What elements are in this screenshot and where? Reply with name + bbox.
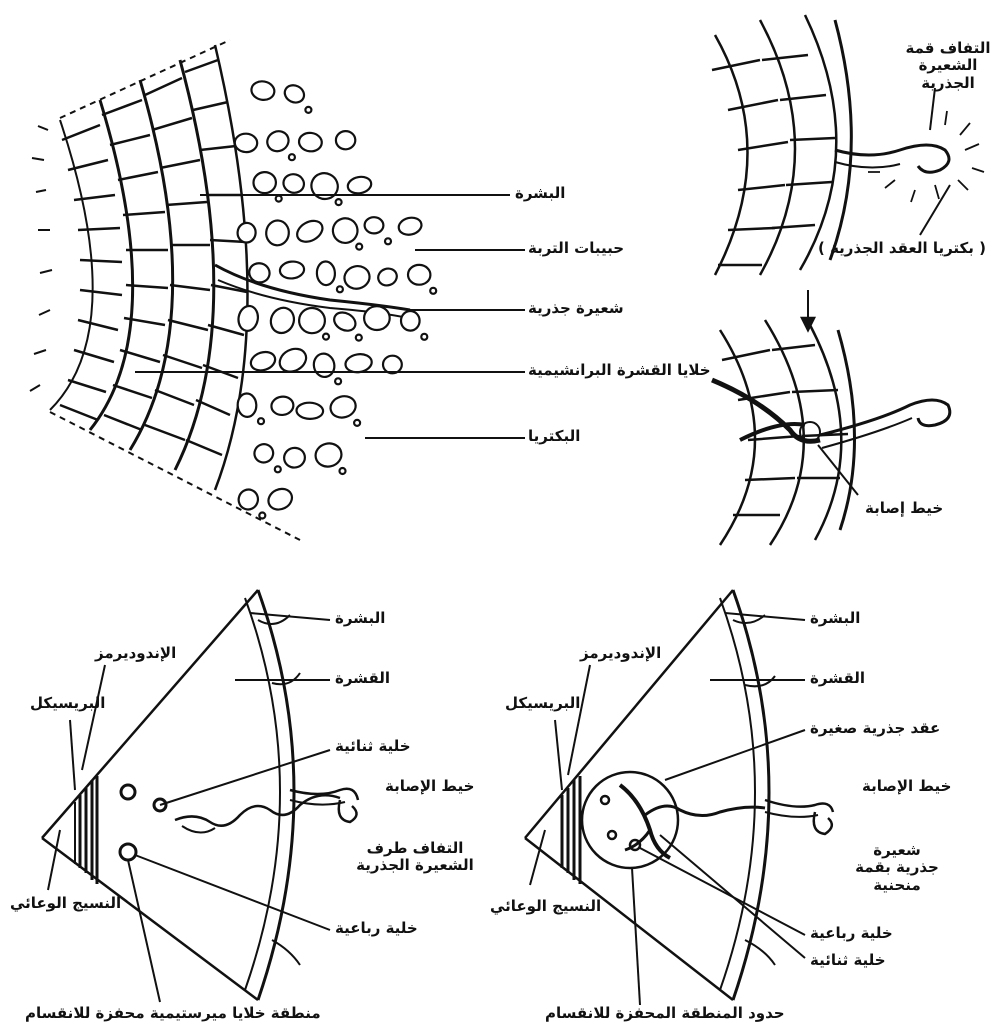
small-soil-particle <box>356 335 362 341</box>
soil-particle <box>376 266 399 288</box>
soil-particle <box>282 82 307 106</box>
label-hair-curled-tip-d: شعيرة جذرية بقمة منحنية <box>852 842 942 894</box>
small-soil-particle <box>421 334 427 340</box>
soil-particle <box>312 352 337 379</box>
label-curled-tip-c: التفاف طرف الشعيرة الجذرية <box>355 840 475 875</box>
label-infection-thread-c: خيط الإصابة <box>385 778 474 795</box>
soil-particle <box>252 441 276 465</box>
soil-particle <box>253 171 277 194</box>
label-stimulated-zone-c: منطقة خلايا ميرستيمية محفزة للانقسام <box>25 1005 321 1022</box>
label-cortex-cells: خلايا القشرة البرانشيمية <box>528 362 711 379</box>
soil-particle <box>328 393 358 420</box>
cortex-cell-walls <box>60 60 247 455</box>
soil-particle <box>265 220 290 247</box>
soil-particle <box>248 349 277 373</box>
soil-particle <box>330 215 360 245</box>
soil-particle <box>298 132 323 153</box>
soil-particle <box>234 133 257 153</box>
label-epidermis-c: البشرة <box>335 610 385 627</box>
small-soil-particle <box>430 288 436 294</box>
small-soil-particle <box>305 107 311 113</box>
soil-particle <box>316 261 335 286</box>
soil-particle <box>307 169 342 204</box>
panel-b-upper-cells <box>712 15 851 275</box>
small-soil-particle <box>335 378 341 384</box>
label-root-hair-tip-curl: التفاف قمة الشعيرة الجذرية <box>898 40 998 92</box>
small-soil-particle <box>258 418 264 424</box>
small-soil-particle <box>323 334 329 340</box>
soil-particle <box>344 352 373 374</box>
label-infection-thread-b: خيط إصابة <box>865 500 943 517</box>
label-tetraploid-cell-c: خلية رباعية <box>335 920 418 937</box>
label-epidermis-d: البشرة <box>810 610 860 627</box>
label-root-hair: شعيرة جذرية <box>528 300 624 317</box>
label-endodermis-d: الإندوديرمز <box>580 645 661 662</box>
soil-particle <box>364 306 390 330</box>
soil-particle <box>279 260 305 279</box>
label-pericycle-d: البريسيكل <box>505 695 580 712</box>
soil-particle <box>237 304 260 332</box>
soil-particle <box>346 175 372 195</box>
small-soil-particle <box>276 196 282 202</box>
panel-c-nodule-formation <box>42 590 358 1000</box>
label-zone-boundary-d: حدود المنطقة المحفزة للانقسام <box>545 1005 785 1022</box>
soil-particle <box>250 80 276 102</box>
soil-particles <box>234 80 436 519</box>
soil-particle <box>237 393 257 417</box>
soil-particle <box>313 441 344 469</box>
soil-particle <box>270 395 294 416</box>
label-soil-particles: حبيبات التربة <box>528 240 624 257</box>
soil-particle <box>408 265 431 286</box>
soil-particle <box>265 485 295 513</box>
label-endodermis-c: الإندوديرمز <box>95 645 176 662</box>
label-small-nodule-d: عقد جذرية صغيرة <box>810 720 940 737</box>
small-soil-particle <box>275 466 281 472</box>
soil-particle <box>298 307 325 334</box>
label-nodule-bacteria: ( بكتريا العقد الجذرية ) <box>818 240 986 257</box>
soil-particle <box>264 128 292 155</box>
small-soil-particle <box>337 286 343 292</box>
panel-a-leader-lines <box>135 195 525 438</box>
soil-particle <box>401 311 420 331</box>
soil-particle <box>296 402 323 419</box>
small-soil-particle <box>354 420 360 426</box>
soil-particle <box>397 216 423 237</box>
label-tetraploid-cell-d: خلية رباعية <box>810 925 893 942</box>
small-soil-particle <box>289 154 295 160</box>
soil-particle <box>281 172 306 195</box>
panel-c-leader-lines <box>48 613 330 1002</box>
label-vascular-tissue-d: النسيج الوعائي <box>490 898 601 915</box>
soil-particle <box>237 222 257 243</box>
label-diploid-cell-c: خلية ثنائية <box>335 738 411 755</box>
panel-d-nodule-development <box>525 590 833 1000</box>
soil-particle <box>293 217 326 246</box>
small-soil-particle <box>356 244 362 250</box>
soil-particle <box>282 446 306 469</box>
soil-particle <box>335 131 355 150</box>
panel-a-root-section <box>30 40 410 540</box>
soil-particle <box>383 356 402 374</box>
soil-particle <box>267 304 298 336</box>
label-cortex-c: القشرة <box>335 670 390 687</box>
label-bacteria: البكتريا <box>528 428 580 445</box>
small-soil-particle <box>336 199 342 205</box>
label-cortex-d: القشرة <box>810 670 865 687</box>
small-soil-particle <box>385 238 391 244</box>
label-vascular-tissue-c: النسيج الوعائي <box>10 895 121 912</box>
label-epidermis-a: البشرة <box>515 185 565 202</box>
small-soil-particle <box>259 513 265 519</box>
label-infection-thread-d: خيط الإصابة <box>862 778 951 795</box>
soil-particle <box>342 263 372 291</box>
small-soil-particle <box>340 468 346 474</box>
panel-b-infection <box>712 15 984 545</box>
label-pericycle-c: البريسيكل <box>30 695 105 712</box>
nodule-bacteria <box>868 111 984 202</box>
label-diploid-cell-d: خلية ثنائية <box>810 952 886 969</box>
soil-particle <box>364 217 383 234</box>
soil-particle <box>331 309 359 334</box>
